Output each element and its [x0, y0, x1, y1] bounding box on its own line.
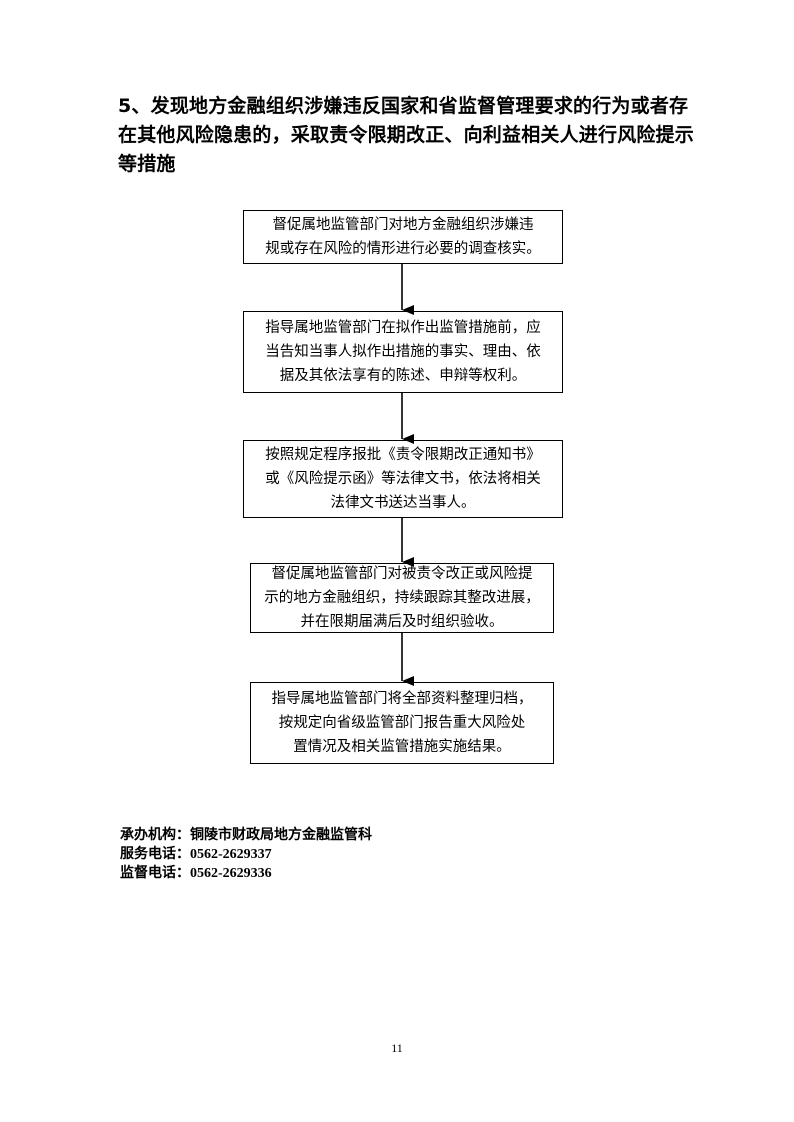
step-text-line: 督促属地监管部门对地方金融组织涉嫌违 [272, 217, 534, 233]
agency-row: 承办机构：铜陵市财政局地方金融监管科 [120, 826, 372, 845]
step-text-line: 规或存在风险的情形进行必要的调查核实。 [265, 241, 541, 257]
supervision-phone-value: 0562-2629336 [190, 866, 272, 881]
heading-line: 等措施 [118, 153, 176, 175]
section-heading: 5、发现地方金融组织涉嫌违反国家和省监督管理要求的行为或者存 在其他风险隐患的，… [118, 92, 695, 179]
flow-step-1: 督促属地监管部门对地方金融组织涉嫌违 规或存在风险的情形进行必要的调查核实。 [243, 210, 563, 264]
step-text-line: 指导属地监管部门将全部资料整理归档， [271, 691, 533, 707]
step-text-line: 指导属地监管部门在拟作出监管措施前，应 [265, 320, 541, 336]
agency-label: 承办机构： [120, 827, 190, 843]
step-text-line: 法律文书送达当事人。 [330, 495, 476, 511]
step-text-line: 并在限期届满后及时组织验收。 [300, 614, 504, 630]
step-text-line: 示的地方金融组织，持续跟踪其整改进展， [264, 590, 540, 606]
flow-step-5: 指导属地监管部门将全部资料整理归档， 按规定向省级监管部门报告重大风险处 置情况… [250, 682, 554, 764]
supervision-phone-label: 监督电话： [120, 865, 190, 881]
service-phone-label: 服务电话： [120, 846, 190, 862]
service-phone-row: 服务电话：0562-2629337 [120, 845, 372, 864]
step-text-line: 按规定向省级监管部门报告重大风险处 [278, 715, 526, 731]
supervision-phone-row: 监督电话：0562-2629336 [120, 864, 372, 883]
heading-line: 5、发现地方金融组织涉嫌违反国家和省监督管理要求的行为或者存 [118, 95, 689, 117]
step-text-line: 督促属地监管部门对被责令改正或风险提 [271, 566, 533, 582]
step-text-line: 按照规定程序报批《责令限期改正通知书》 [265, 447, 541, 463]
step-text-line: 置情况及相关监管措施实施结果。 [293, 739, 511, 755]
service-phone-value: 0562-2629337 [190, 847, 272, 862]
heading-line: 在其他风险隐患的，采取责令限期改正、向利益相关人进行风险提示 [118, 124, 695, 146]
contact-info: 承办机构：铜陵市财政局地方金融监管科 服务电话：0562-2629337 监督电… [120, 826, 372, 883]
step-text-line: 据及其依法享有的陈述、申辩等权利。 [279, 368, 527, 384]
page-number: 11 [391, 1041, 403, 1055]
step-text-line: 当告知当事人拟作出措施的事实、理由、依 [265, 344, 541, 360]
step-text-line: 或《风险提示函》等法律文书，依法将相关 [265, 471, 541, 487]
flow-step-4: 督促属地监管部门对被责令改正或风险提 示的地方金融组织，持续跟踪其整改进展， 并… [250, 563, 554, 633]
agency-value: 铜陵市财政局地方金融监管科 [190, 827, 372, 843]
flow-step-2: 指导属地监管部门在拟作出监管措施前，应 当告知当事人拟作出措施的事实、理由、依 … [243, 311, 563, 393]
flow-step-3: 按照规定程序报批《责令限期改正通知书》 或《风险提示函》等法律文书，依法将相关 … [243, 440, 563, 518]
